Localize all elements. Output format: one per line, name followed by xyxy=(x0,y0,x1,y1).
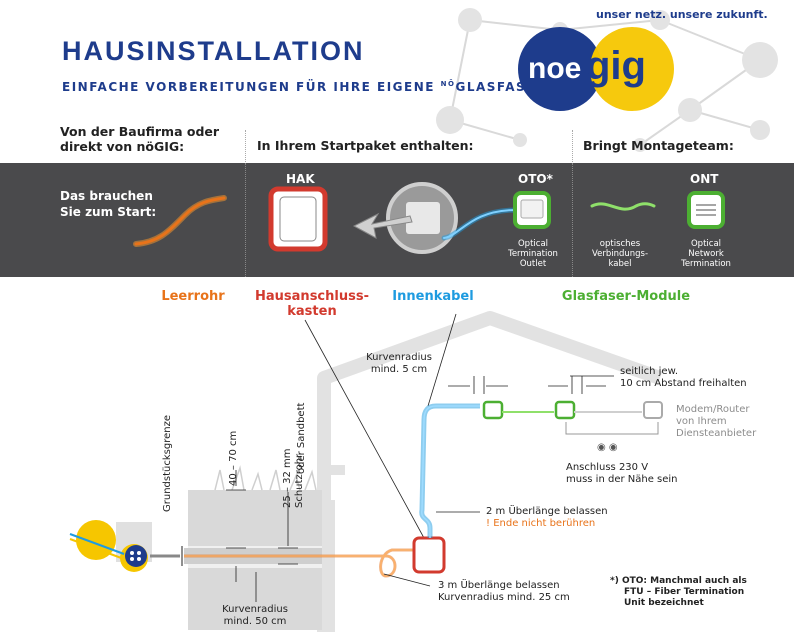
ont-desc-line: Optical xyxy=(690,239,722,249)
band-start-text: Das brauchen Sie zum Start: xyxy=(60,189,157,219)
label-warning: ! Ende nicht berühren xyxy=(486,518,596,529)
label-sand-bed: oder Sandbett xyxy=(296,402,307,474)
ont-desc-line: Termination xyxy=(681,259,731,269)
label-modem-router: Modem/Router von Ihrem Diensteanbieter xyxy=(676,404,786,440)
ont-label: ONT xyxy=(690,172,719,186)
footnote-line: FTU – Fiber Termination xyxy=(624,587,745,597)
label-line: Kurvenradius xyxy=(366,352,432,363)
cable-description: optisches Verbindungs- kabel xyxy=(580,239,660,269)
ont-desc-line: Network xyxy=(688,249,724,259)
label-line: Modem/Router xyxy=(676,404,750,415)
label-line: Kurvenradius xyxy=(222,604,288,615)
label-3m-slack: 3 m Überlänge belassen Kurvenradius mind… xyxy=(438,580,598,604)
label-line: von Ihrem xyxy=(676,416,727,427)
column-heading-construction: Von der Baufirma oder direkt von nöGIG: xyxy=(60,124,220,154)
subtitle-main: EINFACHE VORBEREITUNGEN FÜR IHRE EIGENE xyxy=(62,80,441,94)
wall-socket-icon xyxy=(352,182,458,254)
page-title: HAUSINSTALLATION xyxy=(62,36,365,66)
power-outlet-icon: ◉ ◉ xyxy=(597,442,618,453)
label-bend-radius-50: Kurvenradius mind. 50 cm xyxy=(210,604,300,628)
empty-conduit-icon xyxy=(133,195,227,247)
oto-desc-line: Termination xyxy=(508,249,558,259)
column-heading-installer: Bringt Montageteam: xyxy=(583,138,734,153)
label-line: Diensteanbieter xyxy=(676,428,757,439)
optical-patch-cable-icon xyxy=(590,202,656,211)
oto-desc-line: Outlet xyxy=(519,259,547,269)
subtitle-superscript: NÖ xyxy=(440,80,456,88)
category-glasfaser-module: Glasfaser-Module xyxy=(561,289,691,304)
category-hak-line: Hausanschluss- xyxy=(255,289,369,304)
cable-desc-line: kabel xyxy=(608,259,632,269)
brand-slogan: unser netz. unsere zukunft. xyxy=(596,8,768,21)
oto-desc-line: Optical xyxy=(517,239,549,249)
label-line: 10 cm Abstand freihalten xyxy=(620,378,747,389)
label-side-spacing: seitlich jew. 10 cm Abstand freihalten xyxy=(620,366,760,390)
column-heading-startpackage: In Ihrem Startpaket enthalten: xyxy=(257,138,474,153)
footnote-oto: *) OTO: Manchmal auch als FTU – Fiber Te… xyxy=(610,576,780,609)
category-hak-line: kasten xyxy=(287,304,337,319)
logo-text-noe: noe xyxy=(528,52,582,85)
label-line: mind. 5 cm xyxy=(370,364,428,375)
label-protective-pipe: 25 – 32 mm Schutzrohr xyxy=(282,448,305,508)
label-line: muss in der Nähe sein xyxy=(566,474,678,485)
ont-icon xyxy=(687,191,725,229)
ont-description: Optical Network Termination xyxy=(666,239,746,269)
footnote-line: Unit bezeichnet xyxy=(624,598,704,608)
fiber-cable-icon xyxy=(441,207,519,241)
house-connection-box-icon xyxy=(268,186,328,252)
category-innenkabel: Innenkabel xyxy=(392,289,474,304)
label-line: 2 m Überlänge belassen xyxy=(486,506,608,517)
cable-desc-line: Verbindungs- xyxy=(591,249,649,259)
oto-icon xyxy=(513,191,551,229)
category-leerrohr: Leerrohr xyxy=(161,289,225,304)
house-installation-diagram xyxy=(69,311,663,632)
page-subtitle: EINFACHE VORBEREITUNGEN FÜR IHRE EIGENE … xyxy=(62,80,547,94)
column-divider xyxy=(245,163,247,277)
label-depth: 40 – 70 cm xyxy=(228,430,239,486)
oto-label: OTO* xyxy=(518,172,553,186)
footnote-line: *) OTO: Manchmal auch als xyxy=(610,576,747,586)
label-line: mind. 50 cm xyxy=(223,616,287,627)
label-power-connection: Anschluss 230 V muss in der Nähe sein xyxy=(566,462,706,486)
noegig-logo xyxy=(512,26,702,112)
label-line: 3 m Überlänge belassen xyxy=(438,580,560,591)
label-line: Kurvenradius mind. 25 cm xyxy=(438,592,570,603)
label-property-boundary: Grundstücksgrenze xyxy=(162,415,173,512)
label-bend-radius-5: Kurvenradius mind. 5 cm xyxy=(356,352,442,376)
label-line: seitlich jew. xyxy=(620,366,679,377)
cable-desc-line: optisches xyxy=(599,239,641,249)
label-2m-slack: 2 m Überlänge belassen ! Ende nicht berü… xyxy=(486,506,636,530)
category-hak: Hausanschluss- kasten xyxy=(252,289,372,319)
hak-label: HAK xyxy=(286,172,315,186)
column-divider xyxy=(572,163,574,277)
label-line: Anschluss 230 V xyxy=(566,462,649,473)
logo-text-gig: gig xyxy=(586,44,646,88)
oto-description: Optical Termination Outlet xyxy=(494,239,572,269)
